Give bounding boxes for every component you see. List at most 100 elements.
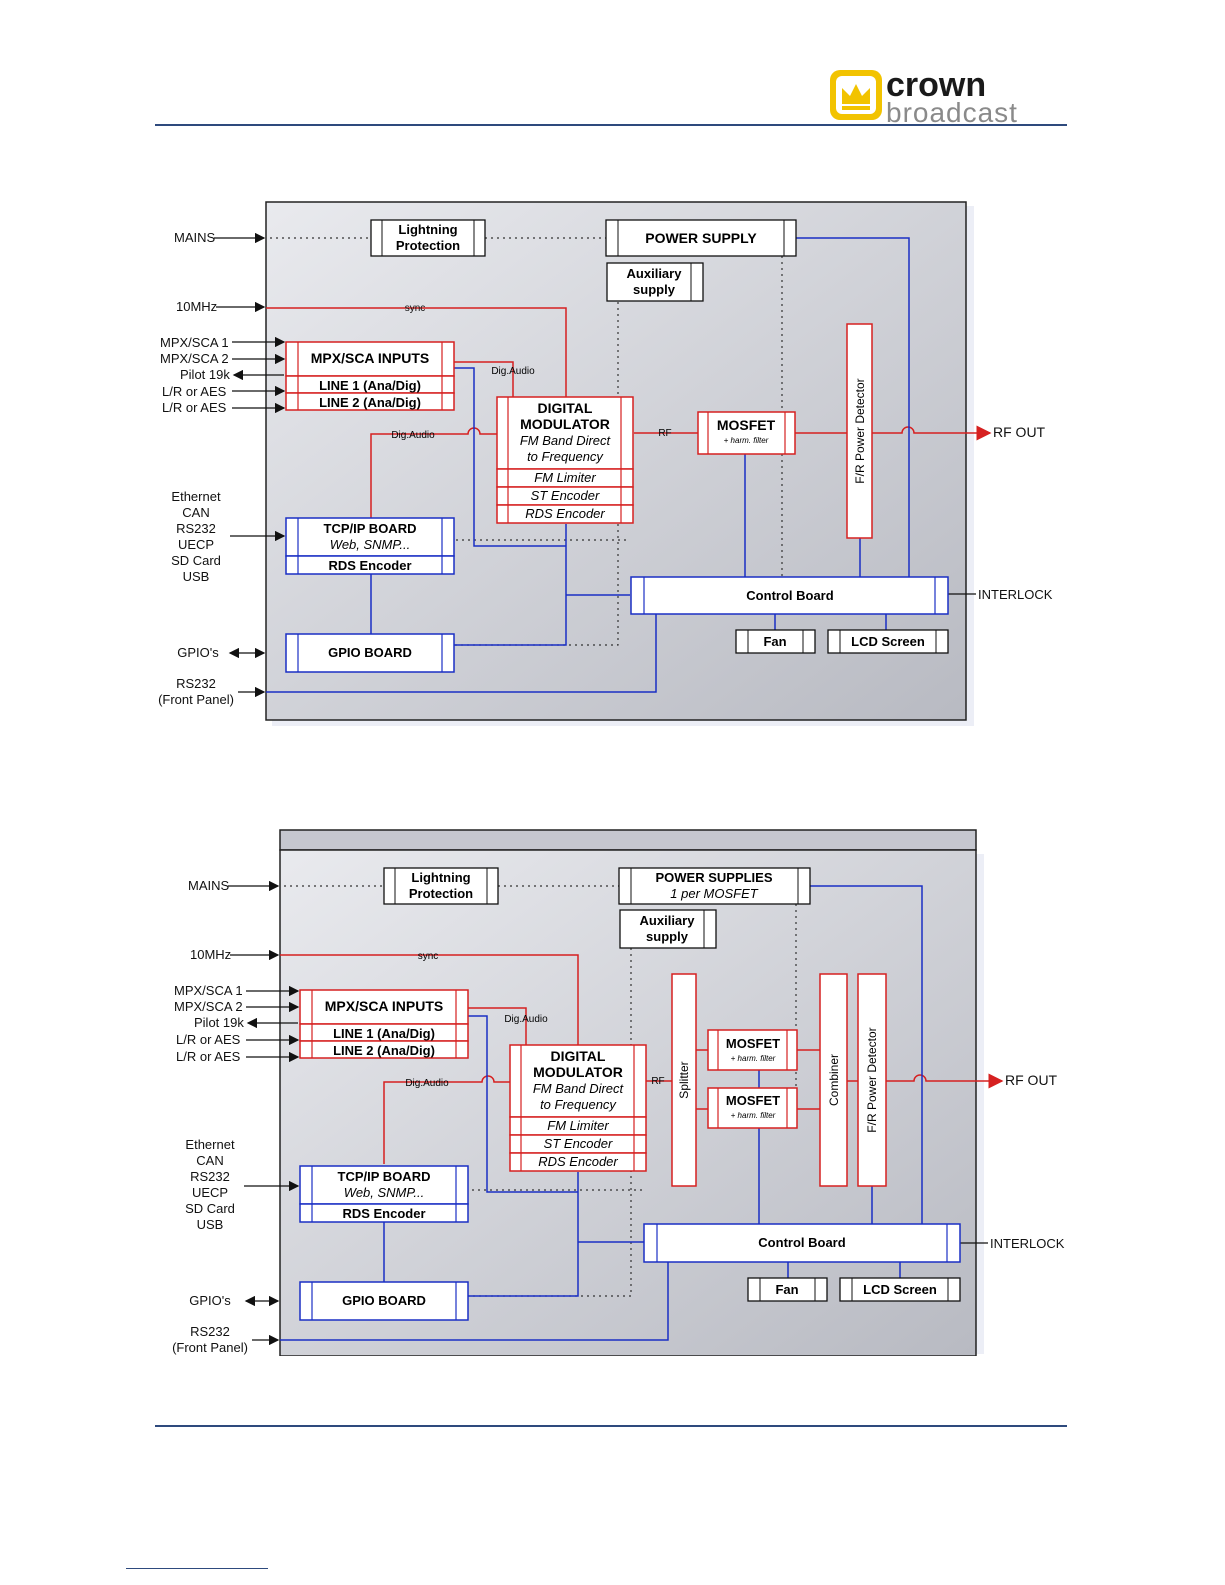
gpio-board-block-2 xyxy=(299,1281,469,1321)
lightning2-label-1: Lightning xyxy=(411,870,470,885)
label-usb: USB xyxy=(183,569,210,584)
interlock-label: INTERLOCK xyxy=(978,587,1053,602)
control-board-block-2 xyxy=(643,1223,961,1263)
label-mpx1: MPX/SCA 1 xyxy=(160,335,229,350)
label2-rs232: RS232 xyxy=(190,1169,230,1184)
gpio-board-label-2: GPIO BOARD xyxy=(342,1293,426,1308)
sync2-label: sync xyxy=(418,951,439,962)
label2-can: CAN xyxy=(196,1153,223,1168)
rds-encoder-block xyxy=(285,555,455,575)
st-encoder-label: ST Encoder xyxy=(531,488,600,503)
label-front-panel: (Front Panel) xyxy=(158,692,234,707)
fr-power-detector-label-2: F/R Power Detector xyxy=(865,1027,879,1132)
tcpip-label-2: TCP/IP BOARD xyxy=(338,1169,431,1184)
label2-10mhz: 10MHz xyxy=(190,947,231,962)
tcpip-label: TCP/IP BOARD xyxy=(324,521,417,536)
label-lr1: L/R or AES xyxy=(162,384,227,399)
footer-link-underline xyxy=(126,1568,268,1569)
fr-power-detector-block xyxy=(846,323,873,539)
fr-power-detector-label: F/R Power Detector xyxy=(853,378,867,483)
line1-label: LINE 1 (Ana/Dig) xyxy=(319,378,421,393)
label-sdcard: SD Card xyxy=(171,553,221,568)
mosfet-b-label: MOSFET xyxy=(726,1093,780,1108)
aux2-label-2: supply xyxy=(646,929,689,944)
tcpip-board-block xyxy=(285,517,455,557)
label-can: CAN xyxy=(182,505,209,520)
harm-a-label: + harm. filter xyxy=(731,1054,776,1063)
rf-label: RF xyxy=(658,428,671,439)
block-diagram-single: MAINS 10MHz MPX/SCA 1 MPX/SCA 2 Pilot 19… xyxy=(158,201,1053,726)
dig-audio2-label-1: Dig.Audio xyxy=(504,1014,548,1025)
fm-limiter-label-2: FM Limiter xyxy=(547,1118,609,1133)
label-gpios: GPIO's xyxy=(177,645,219,660)
lightning2-label-2: Protection xyxy=(409,886,473,901)
splitter-block xyxy=(671,973,697,1187)
rf-out-label: RF OUT xyxy=(993,424,1046,440)
dm-label-1: DIGITAL xyxy=(538,400,593,416)
tcpip-board-block-2 xyxy=(299,1165,469,1205)
dm2-label-4: to Frequency xyxy=(540,1097,617,1112)
rf2-label: RF xyxy=(651,1076,664,1087)
control-board-label: Control Board xyxy=(746,588,833,603)
fan-label-2: Fan xyxy=(775,1282,798,1297)
lcd-screen-label-2: LCD Screen xyxy=(863,1282,937,1297)
label2-mpx2: MPX/SCA 2 xyxy=(174,999,243,1014)
line2-block xyxy=(285,392,455,411)
mosfet-a-block xyxy=(707,1029,798,1071)
fr-power-detector-block-2 xyxy=(857,973,887,1187)
label2-pilot: Pilot 19k xyxy=(194,1015,244,1030)
mosfet-block xyxy=(697,411,796,455)
fan-block-2 xyxy=(747,1277,828,1302)
lcd-screen-block-2 xyxy=(839,1277,961,1302)
label-ethernet: Ethernet xyxy=(171,489,221,504)
label2-front-panel: (Front Panel) xyxy=(172,1340,248,1355)
harm-filter-label: + harm. filter xyxy=(724,436,769,445)
rf-out-label-2: RF OUT xyxy=(1005,1072,1058,1088)
footer-rule xyxy=(155,1425,1067,1427)
aux-label-2: supply xyxy=(633,282,676,297)
label-pilot: Pilot 19k xyxy=(180,367,230,382)
rds-encoder-dm-label-2: RDS Encoder xyxy=(538,1154,618,1169)
label-rs232: RS232 xyxy=(176,521,216,536)
mpx-sca-inputs-label: MPX/SCA INPUTS xyxy=(311,350,430,366)
web-snmp-label-2: Web, SNMP... xyxy=(344,1185,424,1200)
auxiliary-supply-block xyxy=(606,262,704,302)
label-lr2: L/R or AES xyxy=(162,400,227,415)
lcd-screen-block xyxy=(827,629,949,654)
power-supply-block xyxy=(605,219,797,257)
sync-label: sync xyxy=(405,303,426,314)
line1-label-2: LINE 1 (Ana/Dig) xyxy=(333,1026,435,1041)
crown-broadcast-logo: crown broadcast xyxy=(830,66,1017,126)
label2-rs232-fp: RS232 xyxy=(190,1324,230,1339)
label2-usb: USB xyxy=(197,1217,224,1232)
st-encoder-label-2: ST Encoder xyxy=(544,1136,613,1151)
control-board-label-2: Control Board xyxy=(758,1235,845,1250)
label-mains: MAINS xyxy=(174,230,216,245)
block-diagram-dual: MAINS 10MHz MPX/SCA 1 MPX/SCA 2 Pilot 19… xyxy=(172,829,1065,1356)
aux2-label-1: Auxiliary xyxy=(640,913,696,928)
label2-mpx1: MPX/SCA 1 xyxy=(174,983,243,998)
label2-sdcard: SD Card xyxy=(185,1201,235,1216)
digital-modulator-block xyxy=(496,396,634,470)
power-supplies-block xyxy=(618,867,811,905)
lightning-label-2: Protection xyxy=(396,238,460,253)
label2-uecp: UECP xyxy=(192,1185,228,1200)
line2-label: LINE 2 (Ana/Dig) xyxy=(319,395,421,410)
label2-lr2: L/R or AES xyxy=(176,1049,241,1064)
lightning-label-1: Lightning xyxy=(398,222,457,237)
per-mosfet-label: 1 per MOSFET xyxy=(670,886,758,901)
fm-limiter-label: FM Limiter xyxy=(534,470,596,485)
control-board-block xyxy=(630,576,949,615)
lightning-protection-block-2 xyxy=(383,867,499,905)
dig-audio2-label-2: Dig.Audio xyxy=(405,1078,449,1089)
label2-ethernet: Ethernet xyxy=(185,1137,235,1152)
fan-block xyxy=(735,629,816,654)
gpio-board-label: GPIO BOARD xyxy=(328,645,412,660)
mosfet-a-label: MOSFET xyxy=(726,1036,780,1051)
mosfet-b-block xyxy=(707,1087,798,1129)
rds-encoder-dm-label: RDS Encoder xyxy=(525,506,605,521)
mpx-sca-inputs-label-2: MPX/SCA INPUTS xyxy=(325,998,444,1014)
harm-b-label: + harm. filter xyxy=(731,1111,776,1120)
rds-encoder-dm-block-2 xyxy=(509,1152,647,1172)
dm2-label-2: MODULATOR xyxy=(533,1064,623,1080)
